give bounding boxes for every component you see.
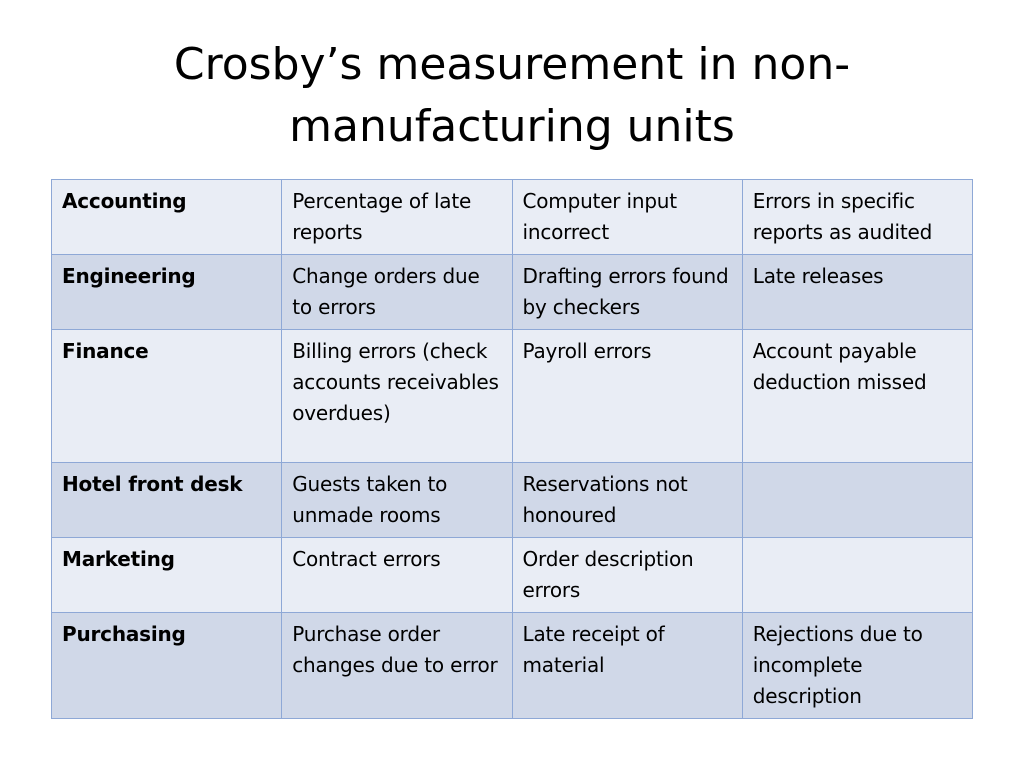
measure-cell: Drafting errors found by checkers	[511, 254, 743, 330]
unit-cell: Marketing	[50, 537, 283, 613]
table-row: Finance Billing errors (check accounts r…	[50, 329, 974, 463]
measure-cell	[741, 462, 974, 538]
measure-cell: Late receipt of material	[511, 612, 743, 719]
measure-cell: Guests taken to unmade rooms	[281, 462, 513, 538]
table-row: Engineering Change orders due to errors …	[50, 254, 974, 330]
table-row: Marketing Contract errors Order descript…	[50, 537, 974, 613]
unit-cell: Purchasing	[50, 612, 283, 719]
unit-cell: Finance	[50, 329, 283, 463]
measure-cell: Change orders due to errors	[281, 254, 513, 330]
measure-cell: Rejections due to incomplete description	[741, 612, 974, 719]
slide-title: Crosby’s measurement in non- manufacturi…	[60, 34, 964, 158]
measure-cell: Payroll errors	[511, 329, 743, 463]
unit-cell: Hotel front desk	[50, 462, 283, 538]
table-row: Purchasing Purchase order changes due to…	[50, 612, 974, 719]
unit-cell: Accounting	[50, 179, 283, 255]
measure-cell: Reservations not honoured	[511, 462, 743, 538]
measure-cell: Errors in specific reports as audited	[741, 179, 974, 255]
measure-cell: Account payable deduction missed	[741, 329, 974, 463]
measure-cell: Order description errors	[511, 537, 743, 613]
table-row: Hotel front desk Guests taken to unmade …	[50, 462, 974, 538]
measure-cell: Computer input incorrect	[511, 179, 743, 255]
unit-cell: Engineering	[50, 254, 283, 330]
measurement-table: Accounting Percentage of late reports Co…	[50, 179, 974, 719]
measure-cell: Late releases	[741, 254, 974, 330]
measure-cell	[741, 537, 974, 613]
measure-cell: Purchase order changes due to error	[281, 612, 513, 719]
title-line-2: manufacturing units	[289, 101, 735, 152]
table-row: Accounting Percentage of late reports Co…	[50, 179, 974, 255]
measure-cell: Billing errors (check accounts receivabl…	[281, 329, 513, 463]
title-line-1: Crosby’s measurement in non-	[173, 39, 851, 90]
measure-cell: Percentage of late reports	[281, 179, 513, 255]
measure-cell: Contract errors	[281, 537, 513, 613]
